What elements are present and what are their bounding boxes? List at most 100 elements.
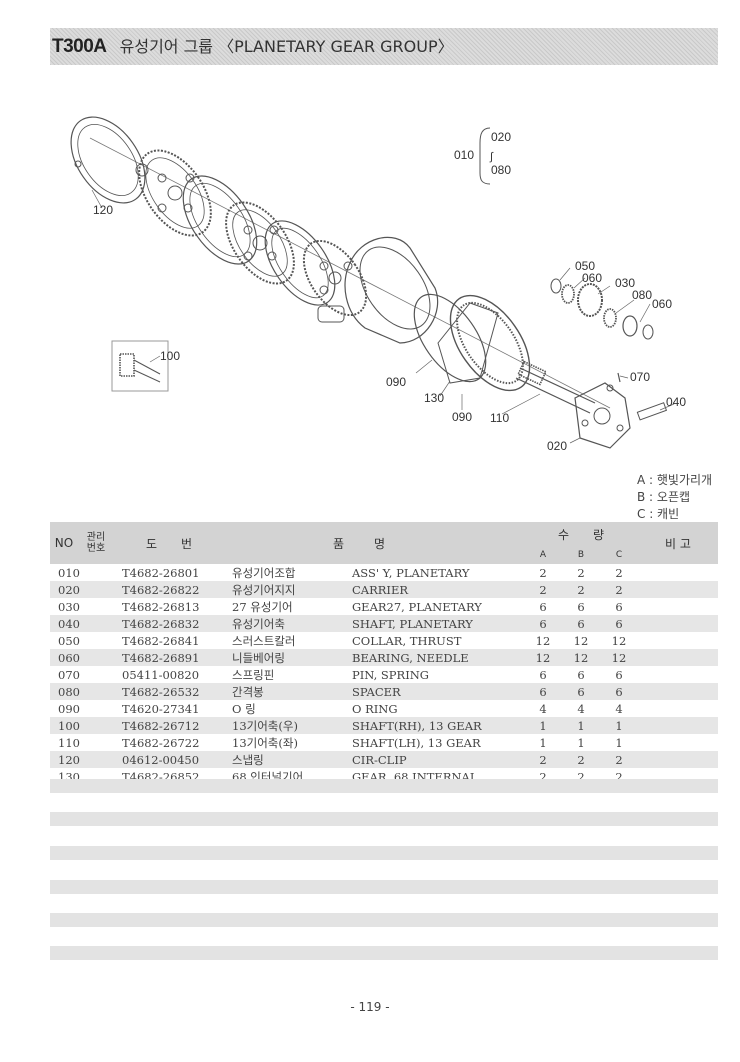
cell-remarks [638, 734, 718, 751]
col-header-mgmt-label: 관리 번호 [86, 532, 106, 554]
qty-c: 4 [615, 701, 623, 716]
cell-name-ko: 간격봉 [232, 684, 264, 699]
callout-130: 130 [424, 391, 444, 405]
cell-name-en: CARRIER [352, 582, 409, 597]
cell-name-en: ASS' Y, PLANETARY [352, 565, 470, 580]
qty-b: 2 [577, 769, 585, 784]
friction-disc-3 [302, 239, 368, 317]
callout-070: 070 [630, 370, 650, 384]
cell-no: 080 [58, 684, 80, 699]
steel-plate-1 [182, 175, 258, 265]
qty-a: 6 [539, 599, 547, 614]
legend-item: C : 캐빈 [637, 507, 680, 521]
qty-b: 6 [577, 599, 585, 614]
cell-no: 040 [58, 616, 80, 631]
cell-part-no: T4682-26891 [122, 650, 200, 665]
qty-b: 6 [577, 667, 585, 682]
cell-remarks [638, 615, 718, 632]
col-header-qty: 수 량 A B C [524, 522, 638, 564]
callout-120: 120 [93, 203, 113, 217]
empty-row-band [50, 779, 718, 793]
callout-090-b: 090 [452, 410, 472, 424]
cell-remarks [638, 717, 718, 734]
cell-part-no: T4682-26822 [122, 582, 200, 597]
cell-remarks [638, 683, 718, 700]
col-header-part-no: 도 번 [145, 536, 193, 551]
cell-qty: 6 6 6 [524, 666, 638, 683]
qty-label: 수 량 [557, 528, 605, 542]
callout-110: 110 [490, 411, 509, 425]
cell-name-ko: 스냅링 [232, 752, 264, 767]
group-title: 유성기어 그룹 〈PLANETARY GEAR GROUP〉 [119, 37, 454, 56]
col-header-mgmt: 관리 번호 [78, 522, 114, 564]
callout-050: 050 [575, 259, 595, 273]
cell-name-ko: O 링 [232, 701, 256, 716]
empty-row-band [50, 913, 718, 927]
cell-part-no: T4682-26532 [122, 684, 200, 699]
qty-b: 4 [577, 701, 585, 716]
cell-remarks [638, 598, 718, 615]
housing [317, 236, 439, 344]
cell-name-en: CIR-CLIP [352, 752, 407, 767]
cell-no: 120 [58, 752, 80, 767]
friction-disc-2 [225, 201, 295, 285]
legend-item: B : 오픈캡 [637, 490, 691, 504]
cell-name-en: SHAFT, PLANETARY [352, 616, 473, 631]
qty-c: 6 [615, 667, 623, 682]
callout-100: 100 [160, 349, 180, 363]
qty-c: 2 [615, 565, 623, 580]
empty-row-band [50, 946, 718, 960]
cell-part-no: T4682-26722 [122, 735, 200, 750]
callout-020-top: 020 [491, 130, 511, 144]
cell-name-en: GEAR27, PLANETARY [352, 599, 482, 614]
cell-part-no: T4620-27341 [122, 701, 200, 716]
header-title: T300A 유성기어 그룹 〈PLANETARY GEAR GROUP〉 [50, 28, 454, 65]
cell-qty: 2 2 2 [524, 564, 638, 581]
cell-no: 100 [58, 718, 80, 733]
cell-remarks [638, 632, 718, 649]
empty-row-band [50, 880, 718, 894]
steel-plate-2 [264, 220, 336, 306]
cell-part-no: 04612-00450 [122, 752, 200, 767]
qty-a-header: A [539, 550, 547, 560]
cell-name-ko: 유성기어조합 [232, 565, 296, 580]
col-header-remarks: 비 고 [665, 536, 691, 551]
qty-a: 6 [539, 667, 547, 682]
spring-pin [617, 372, 621, 383]
callout-060-b: 060 [652, 297, 672, 311]
legend-item: A : 햇빛가리개 [637, 473, 713, 487]
cell-part-no: T4682-26712 [122, 718, 200, 733]
qty-a: 12 [535, 633, 551, 648]
cell-part-no: T4682-26801 [122, 565, 200, 580]
callout-090-a: 090 [386, 375, 406, 389]
qty-c: 2 [615, 582, 623, 597]
qty-a: 2 [539, 582, 547, 597]
qty-a: 1 [539, 718, 547, 733]
qty-a: 2 [539, 752, 547, 767]
qty-a: 6 [539, 616, 547, 631]
cell-no: 050 [58, 633, 80, 648]
qty-a: 12 [535, 650, 551, 665]
o-ring-1 [413, 293, 487, 383]
qty-b: 12 [573, 650, 589, 665]
cell-remarks [638, 581, 718, 598]
cell-part-no: T4682-26841 [122, 633, 200, 648]
cell-no: 070 [58, 667, 80, 682]
qty-a: 2 [539, 565, 547, 580]
qty-b: 2 [577, 565, 585, 580]
qty-a: 2 [539, 769, 547, 784]
leader-lines [91, 189, 675, 444]
qty-b-header: B [577, 550, 585, 560]
cell-name-ko: 스러스트칼러 [232, 633, 296, 648]
cell-remarks [638, 564, 718, 581]
carrier [574, 382, 631, 449]
planetary-shaft [636, 402, 668, 421]
callout-040: 040 [666, 395, 686, 409]
